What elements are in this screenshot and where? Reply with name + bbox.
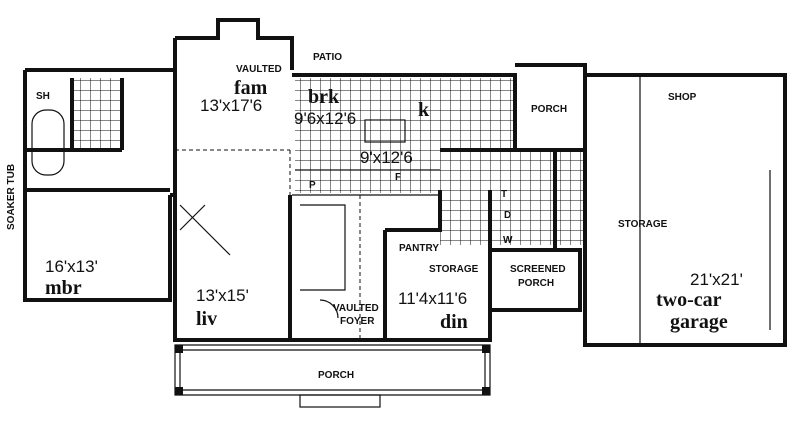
pantry-label: PANTRY: [399, 243, 439, 254]
rear-porch-label: PORCH: [531, 104, 567, 115]
foyer-label: FOYER: [340, 316, 375, 327]
liv-label: liv: [196, 308, 217, 330]
garage-label-2: garage: [670, 311, 728, 333]
dryer-label: D: [504, 210, 511, 221]
fridge-label: F: [395, 172, 401, 183]
din-dimensions: 11'4x11'6: [398, 289, 467, 308]
mbr-dimensions: 16'x13': [45, 257, 98, 276]
fam-label: fam: [234, 77, 268, 99]
storage-label: STORAGE: [429, 264, 479, 275]
fam-vaulted-label: VAULTED: [236, 64, 282, 75]
room-labels: SH SOAKER TUB 16'x13' mbr VAULTED fam 13…: [6, 52, 743, 381]
t-label: T: [501, 189, 507, 200]
screened-label: SCREENED: [510, 264, 566, 275]
mbr-label: mbr: [45, 277, 82, 299]
patio-label: PATIO: [313, 52, 342, 63]
walls: [23, 18, 787, 347]
garage-label-1: two-car: [656, 289, 722, 311]
fam-dimensions: 13'x17'6: [200, 96, 262, 115]
brk-dimensions: 9'6x12'6: [294, 109, 356, 128]
soaker-tub-label: SOAKER TUB: [6, 164, 17, 230]
screened-porch-label: PORCH: [518, 278, 554, 289]
garage-storage-label: STORAGE: [618, 219, 668, 230]
tile-floors: [72, 78, 585, 245]
shop-label: SHOP: [668, 92, 697, 103]
shower-label: SH: [36, 91, 50, 102]
kitchen-dimensions: 9'x12'6: [360, 148, 413, 167]
kitchen-label: k: [418, 99, 430, 121]
liv-dimensions: 13'x15': [196, 286, 249, 305]
foyer-vaulted-label: VAULTED: [333, 303, 379, 314]
front-porch-label: PORCH: [318, 370, 354, 381]
brk-label: brk: [308, 86, 340, 108]
din-label: din: [440, 311, 468, 333]
front-porch: [174, 344, 491, 408]
garage-dimensions: 21'x21': [690, 270, 743, 289]
washer-label: W: [503, 235, 513, 246]
pantry-p-label: P: [309, 180, 316, 191]
